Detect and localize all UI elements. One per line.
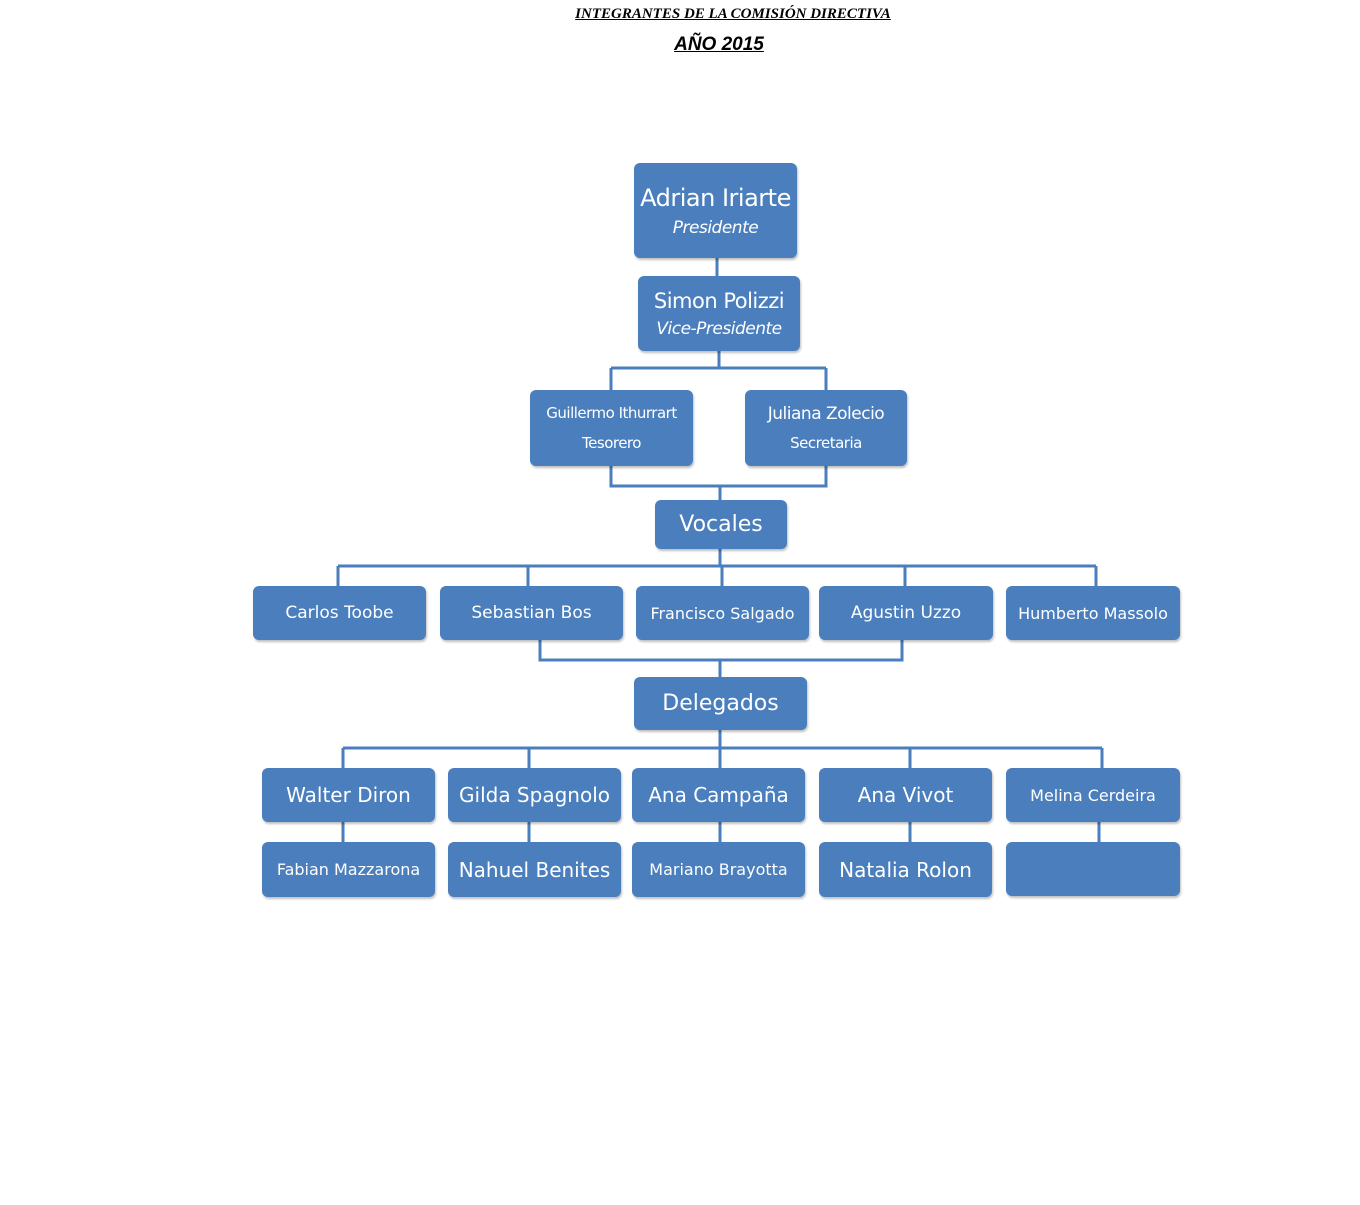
vocal-name: Francisco Salgado	[650, 603, 795, 623]
delegate-box: Mariano Brayotta	[632, 842, 805, 897]
delegate-name: Natalia Rolon	[839, 857, 972, 882]
delegate-name: Ana Campaña	[648, 783, 789, 807]
treasurer-role: Tesorero	[582, 434, 641, 452]
secretary-role: Secretaria	[790, 434, 862, 452]
vocal-name: Humberto Massolo	[1018, 603, 1168, 623]
delegate-name: Nahuel Benites	[458, 857, 611, 882]
vice-president-name: Simon Polizzi	[653, 288, 785, 313]
delegate-name: Melina Cerdeira	[1030, 785, 1156, 805]
delegate-box: Nahuel Benites	[448, 842, 621, 897]
connector-vice-branch	[609, 351, 828, 390]
vocal-name: Agustin Uzzo	[850, 603, 962, 623]
treasurer-name: Guillermo Ithurrart	[546, 404, 677, 422]
document-year: AÑO 2015	[674, 34, 764, 55]
vocal-box: Francisco Salgado	[636, 586, 809, 640]
vocales-label: Vocales	[679, 512, 763, 537]
delegate-box: Ana Campaña	[632, 768, 805, 822]
delegate-name: Ana Vivot	[857, 783, 954, 807]
vocal-name: Carlos Toobe	[285, 603, 394, 623]
delegados-box: Delegados	[634, 677, 807, 730]
president-role: Presidente	[672, 217, 759, 238]
document-title: INTEGRANTES DE LA COMISIÓN DIRECTIVA	[575, 6, 891, 22]
delegate-box: Ana Vivot	[819, 768, 992, 822]
delegate-box-empty	[1006, 842, 1180, 896]
delegate-box: Melina Cerdeira	[1006, 768, 1180, 822]
delegados-label: Delegados	[662, 691, 779, 716]
vocales-box: Vocales	[655, 500, 787, 549]
connector-branch-vocales	[609, 466, 828, 500]
president-name: Adrian Iriarte	[640, 183, 791, 212]
vice-president-box: Simon Polizzi Vice-Presidente	[638, 276, 800, 351]
treasurer-box: Guillermo Ithurrart Tesorero	[530, 390, 693, 466]
vocal-box: Sebastian Bos	[440, 586, 623, 640]
secretary-box: Juliana Zolecio Secretaria	[745, 390, 907, 466]
delegate-name: Gilda Spagnolo	[459, 783, 610, 807]
connector-members-delegados	[538, 640, 904, 677]
president-box: Adrian Iriarte Presidente	[634, 163, 797, 258]
connector-top-bottom	[341, 822, 1101, 842]
delegate-box: Gilda Spagnolo	[448, 768, 621, 822]
vocal-box: Humberto Massolo	[1006, 586, 1180, 640]
delegate-box: Fabian Mazzarona	[262, 842, 435, 897]
delegate-name: Mariano Brayotta	[649, 860, 788, 879]
delegate-name: Fabian Mazzarona	[276, 860, 421, 879]
secretary-name: Juliana Zolecio	[767, 404, 885, 424]
connector-vocales-members	[336, 549, 1098, 586]
vocal-name: Sebastian Bos	[471, 603, 592, 623]
connector-delegados-top	[341, 730, 1104, 768]
vocal-box: Agustin Uzzo	[819, 586, 993, 640]
delegate-box: Walter Diron	[262, 768, 435, 822]
delegate-box: Natalia Rolon	[819, 842, 992, 897]
vice-president-role: Vice-Presidente	[656, 318, 782, 339]
vocal-box: Carlos Toobe	[253, 586, 426, 640]
delegate-name: Walter Diron	[286, 783, 411, 807]
